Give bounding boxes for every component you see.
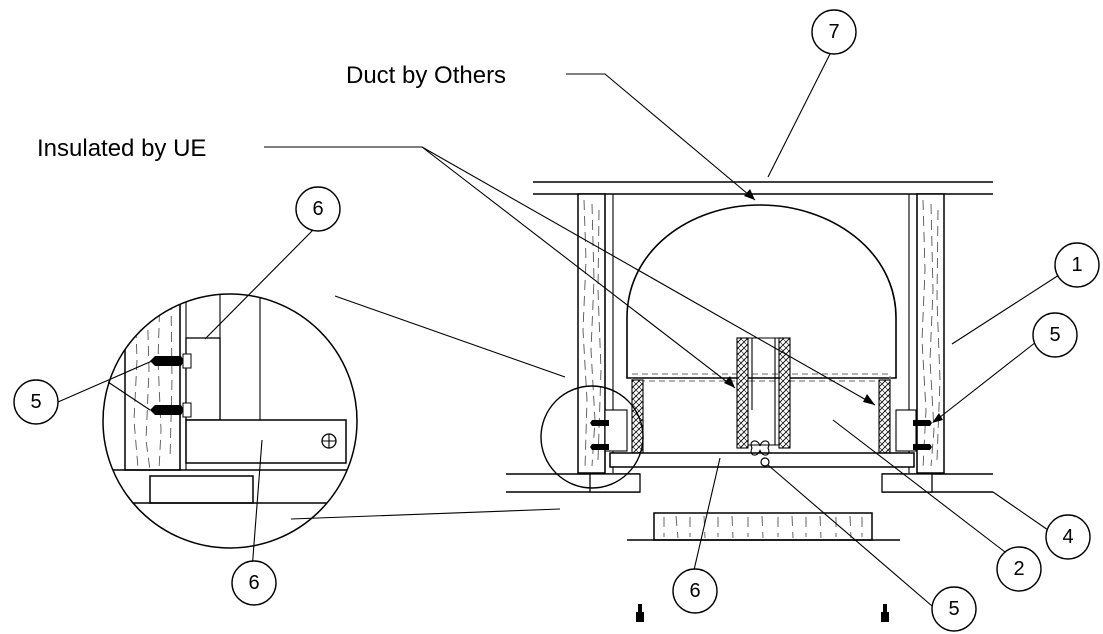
- callout-4: 4: [1045, 514, 1091, 560]
- duct-by-others-label: Duct by Others: [346, 62, 506, 89]
- callout-5-bottom: 5: [931, 586, 977, 632]
- detail-enlargement: [102, 293, 358, 549]
- svg-text:6: 6: [689, 580, 700, 602]
- callout-6-detail-top: 6: [295, 186, 341, 232]
- svg-text:5: 5: [30, 391, 41, 413]
- anchor-icon-left: [636, 604, 644, 622]
- svg-text:5: 5: [948, 598, 959, 620]
- main-section: [506, 181, 993, 622]
- anchor-icon-right: [881, 604, 889, 622]
- callout-6-bottom: 6: [672, 568, 718, 614]
- diffuser-face: [609, 440, 915, 468]
- svg-text:6: 6: [312, 198, 323, 220]
- svg-text:7: 7: [828, 21, 839, 43]
- center-baffle: [736, 337, 791, 449]
- callout-5-detail: 5: [13, 379, 59, 425]
- left-timber-stud: [577, 193, 606, 474]
- svg-text:2: 2: [1013, 558, 1024, 580]
- svg-text:1: 1: [1071, 254, 1082, 276]
- fastener-screws-left: [590, 420, 609, 450]
- callout-5-right: 5: [1032, 312, 1078, 358]
- detail-reference-circle: [540, 385, 644, 489]
- callout-6-detail-bottom: 6: [231, 560, 277, 606]
- flexible-duct: [626, 204, 897, 379]
- fastener-screws-right: [913, 420, 932, 450]
- lower-timber: [653, 512, 873, 541]
- insulated-by-ue-label: Insulated by UE: [37, 135, 206, 162]
- svg-text:4: 4: [1062, 526, 1073, 548]
- callout-2: 2: [996, 546, 1042, 592]
- leader-lines: [57, 47, 1060, 613]
- svg-text:6: 6: [248, 572, 259, 594]
- callout-1: 1: [1054, 242, 1100, 288]
- callout-7: 7: [811, 9, 857, 55]
- right-timber-stud: [916, 193, 945, 474]
- svg-text:5: 5: [1049, 324, 1060, 346]
